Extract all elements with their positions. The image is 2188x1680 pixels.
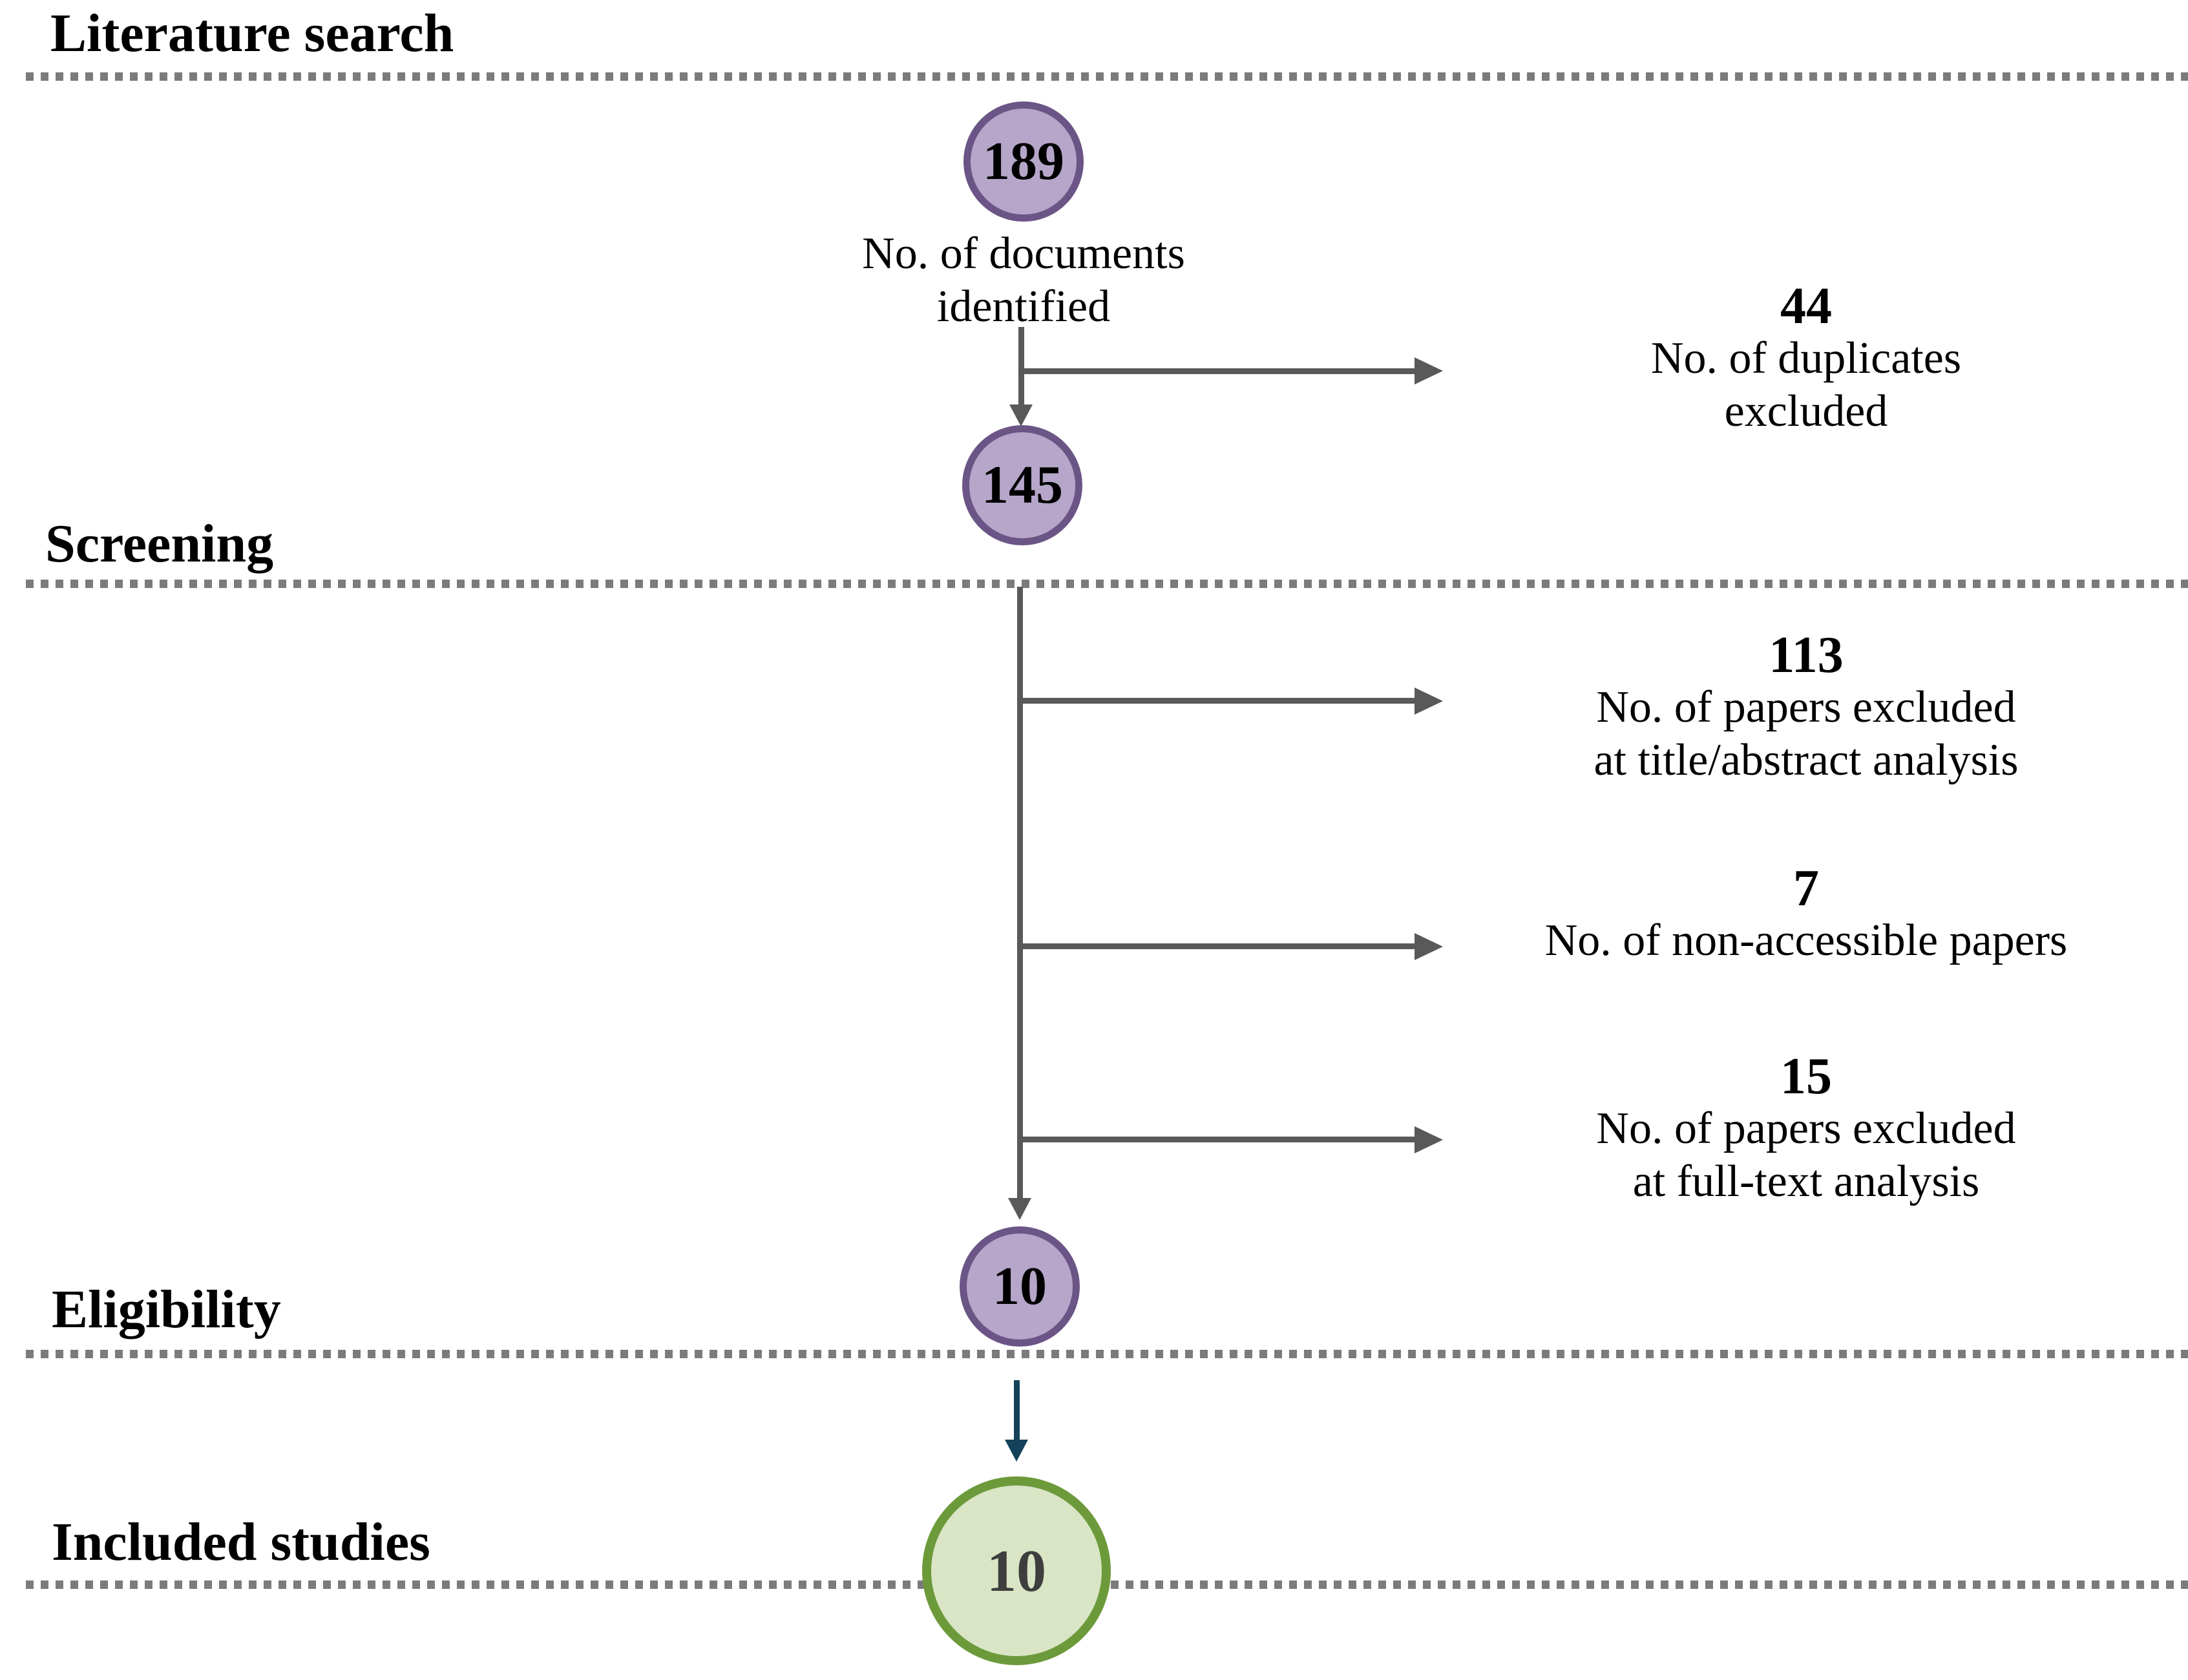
section-divider [26,580,2188,588]
arrowhead-down-to-145 [1009,404,1033,426]
connector-branch-non-accessible [1020,943,1415,949]
node-circle-eligible: 10 [960,1226,1080,1347]
exclusion-value: 7 [1793,860,1819,917]
node-value: 10 [987,1538,1046,1604]
section-title-eligibility: Eligibility [52,1279,281,1339]
node-value: 10 [993,1256,1047,1316]
exclusion-label-line: No. of papers excluded [1596,682,2016,732]
node-value: 145 [982,455,1063,515]
exclusion-value: 15 [1780,1048,1832,1105]
exclusion-label-line: No. of papers excluded [1596,1104,2016,1153]
section-title-included-studies: Included studies [52,1512,430,1572]
exclusion-label-line: No. of non-accessible papers [1544,916,2068,965]
exclusion-block-non-accessible: 7 No. of non-accessible papers [1545,863,2068,967]
exclusion-label-line: excluded [1724,386,1888,436]
section-divider [26,72,2188,81]
exclusion-label-line: at full-text analysis [1632,1156,1980,1206]
exclusion-block-full-text: 15 No. of papers excluded at full-text a… [1596,1051,2015,1208]
connector-branch-full-text [1020,1137,1415,1142]
exclusion-value: 113 [1769,627,1844,684]
arrowhead-right-non-accessible [1415,933,1443,960]
exclusion-label-line: at title/abstract analysis [1594,735,2019,785]
connector-branch-duplicates [1018,368,1415,374]
arrowhead-down-to-10 [1008,1198,1031,1220]
node-circle-after-duplicates: 145 [962,425,1082,545]
arrowhead-down-to-included [1005,1440,1028,1462]
connector-145-to-10 [1017,587,1023,1201]
exclusion-block-title-abstract: 113 No. of papers excluded at title/abst… [1594,629,2018,787]
connector-branch-title-abstract [1020,698,1415,704]
node-value: 189 [983,131,1064,191]
arrowhead-right-full-text [1415,1126,1443,1153]
exclusion-block-duplicates: 44 No. of duplicates excluded [1651,280,1961,438]
section-title-literature-search: Literature search [50,3,454,63]
section-divider [26,1350,2188,1358]
node-label-line: No. of documents [862,229,1185,278]
node-label-line: identified [936,281,1111,331]
arrowhead-right-duplicates [1415,357,1443,384]
arrowhead-right-title-abstract [1415,688,1443,715]
exclusion-label-line: No. of duplicates [1650,333,1962,383]
exclusion-value: 44 [1780,278,1832,335]
connector-eligible-to-included [1014,1380,1020,1442]
section-title-screening: Screening [45,514,274,574]
node-label-documents-identified: No. of documents identified [862,227,1185,333]
node-circle-documents-identified: 189 [963,101,1084,222]
node-circle-included-studies: 10 [922,1476,1111,1665]
connector-identified-to-145 [1018,327,1024,407]
